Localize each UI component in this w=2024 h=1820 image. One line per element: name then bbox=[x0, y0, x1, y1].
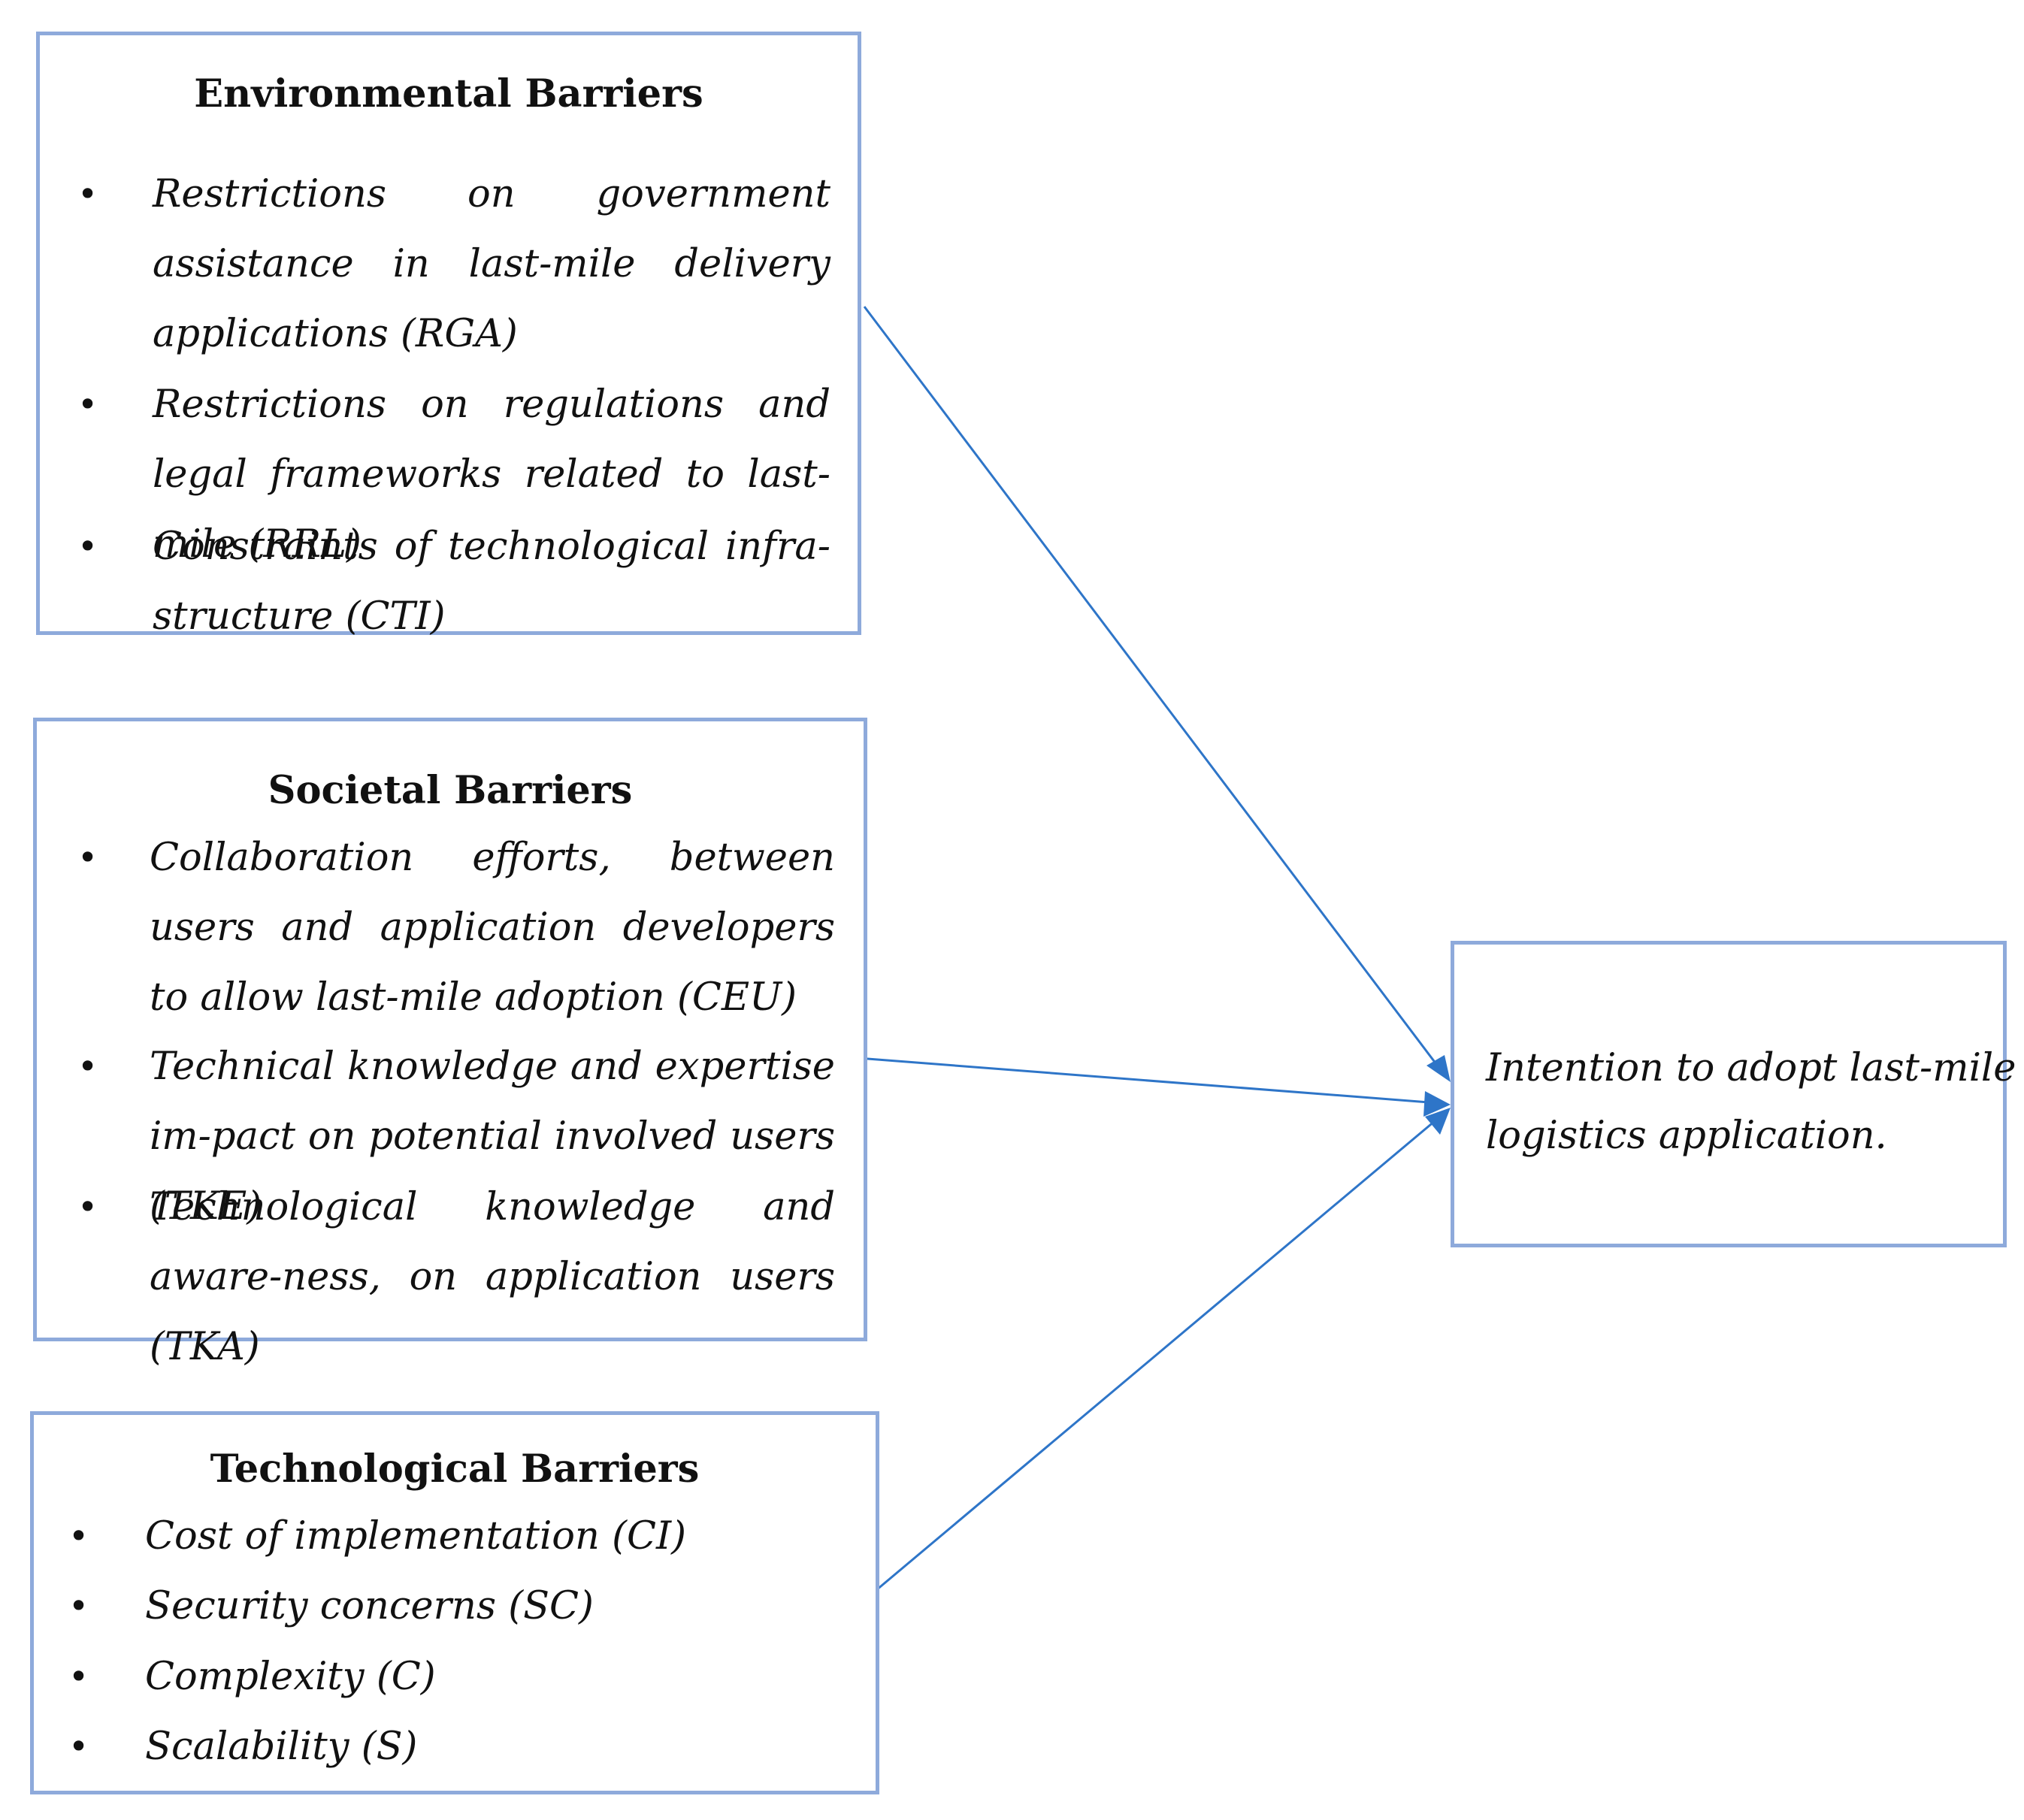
intention-text-line-1: Intention to adopt last-mile bbox=[1486, 1046, 2016, 1090]
bullet: • bbox=[77, 837, 98, 878]
bullet: • bbox=[77, 1187, 98, 1227]
arrowhead-technological bbox=[1425, 1108, 1451, 1135]
technological-item-c: Complexity (C) bbox=[145, 1655, 436, 1699]
arrow-environmental-to-intention bbox=[863, 306, 1445, 1074]
intention-text-line-2: logistics application. bbox=[1486, 1114, 1887, 1158]
societal-barriers-title: Societal Barriers bbox=[268, 768, 633, 813]
bullet: • bbox=[77, 174, 98, 214]
environmental-barriers-title: Environmental Barriers bbox=[194, 71, 703, 116]
bullet: • bbox=[77, 384, 98, 425]
technological-item-sc: Security concerns (SC) bbox=[145, 1584, 594, 1628]
bullet: • bbox=[68, 1516, 89, 1556]
technological-barriers-title: Technological Barriers bbox=[210, 1447, 700, 1492]
arrow-societal-to-intention bbox=[858, 1057, 1439, 1105]
environmental-item-rrl: Restrictions on regulations and legal fr… bbox=[153, 382, 830, 567]
arrowhead-environmental bbox=[1426, 1055, 1451, 1082]
technological-item-s: Scalability (S) bbox=[145, 1725, 418, 1769]
bullet: • bbox=[68, 1656, 89, 1697]
intention-box: Intention to adopt last-mile logistics a… bbox=[1451, 941, 2016, 1247]
bullet: • bbox=[68, 1586, 89, 1626]
societal-item-tke: Technical knowledge and expertise im-pac… bbox=[150, 1045, 835, 1229]
technological-barriers-box: Technological Barriers • Cost of impleme… bbox=[30, 1411, 879, 1794]
societal-barriers-box: Societal Barriers • Collaboration effort… bbox=[33, 718, 867, 1369]
bullet: • bbox=[68, 1726, 89, 1767]
environmental-barriers-box: Environmental Barriers • Restrictions on… bbox=[36, 32, 861, 639]
arrowhead-societal bbox=[1423, 1091, 1451, 1117]
bullet: • bbox=[77, 526, 98, 567]
societal-item-tka: Technological knowledge and aware-ness, … bbox=[150, 1185, 835, 1369]
societal-item-ceu: Collaboration efforts, between users and… bbox=[150, 836, 835, 1020]
technological-item-ci: Cost of implementation (CI) bbox=[145, 1514, 687, 1558]
environmental-item-cti: Constraints of technological infra-struc… bbox=[153, 525, 830, 639]
arrow-technological-to-intention bbox=[876, 1115, 1441, 1592]
environmental-item-rga: Restrictions on government assistance in… bbox=[153, 172, 830, 356]
bullet: • bbox=[77, 1046, 98, 1087]
